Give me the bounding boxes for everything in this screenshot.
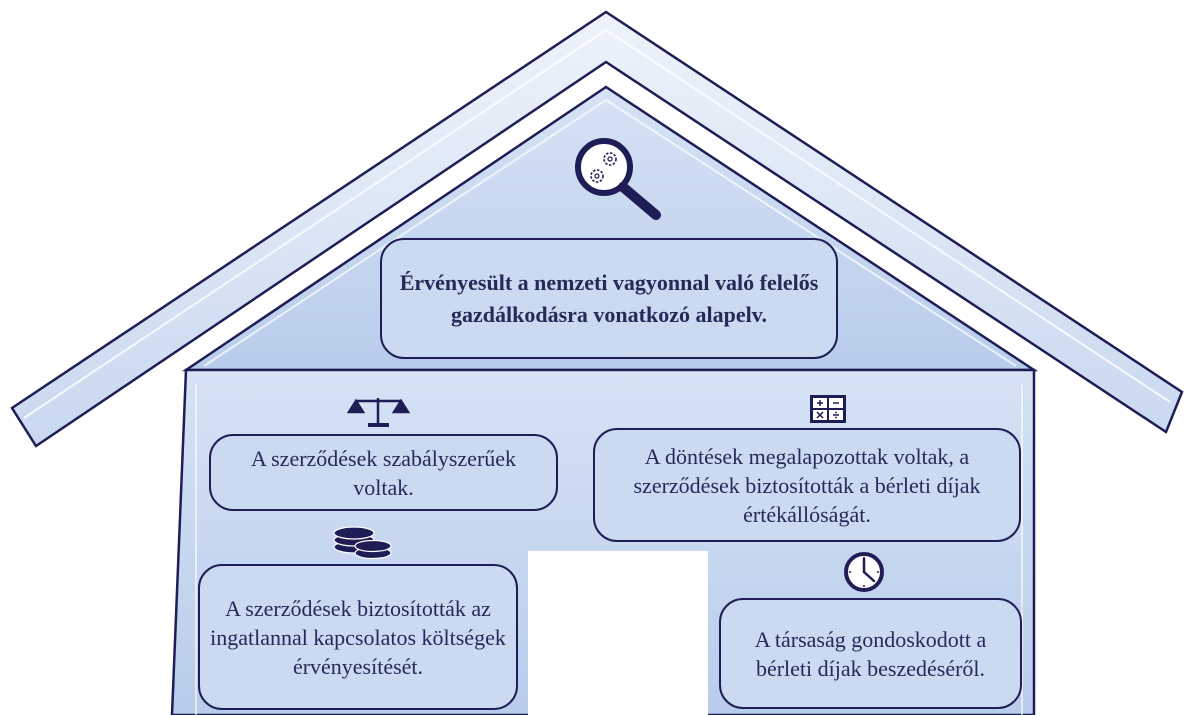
gable-bevel (203, 98, 1017, 367)
door (528, 551, 708, 715)
roof (10, 10, 1184, 448)
main-principle-box: Érvényesült a nemzeti vagyonnal való fel… (380, 238, 838, 359)
contracts-regular-text: A szerződések szabályszerűek voltak. (250, 445, 517, 500)
rent-collection-text: A társaság gondoskodott a bérleti díjak … (754, 626, 987, 681)
calculator-icon (810, 395, 846, 423)
costs-enforced-box: A szerződések biztosították az ingatlann… (198, 564, 518, 710)
clock-icon (844, 552, 884, 592)
roof-inner-bevel (23, 28, 1171, 419)
wall-bevel (195, 384, 1023, 715)
costs-enforced-text: A szerződések biztosították az ingatlann… (210, 595, 506, 679)
main-principle-text: Érvényesült a nemzeti vagyonnal való fel… (399, 269, 819, 327)
magnifier-gears-icon (575, 138, 661, 220)
rent-collection-box: A társaság gondoskodott a bérleti díjak … (719, 598, 1022, 709)
decisions-founded-box: A döntések megalapozottak voltak, a szer… (593, 428, 1021, 542)
scales-icon (346, 398, 411, 427)
coins-icon (333, 526, 392, 560)
decisions-founded-text: A döntések megalapozottak voltak, a szer… (633, 443, 981, 527)
contracts-regular-box: A szerződések szabályszerűek voltak. (209, 434, 558, 511)
